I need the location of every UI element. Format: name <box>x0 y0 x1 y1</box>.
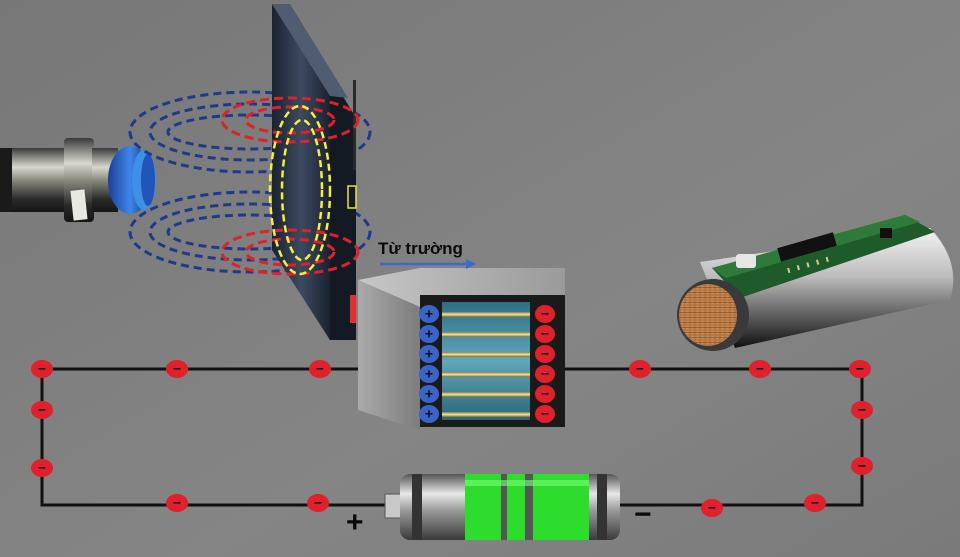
svg-text:−: − <box>541 406 549 422</box>
svg-text:−: − <box>858 458 866 474</box>
electron-charge: − <box>307 494 329 512</box>
field-arrow <box>380 259 476 269</box>
electron-charge: − <box>31 360 53 378</box>
proton-charge: + <box>419 305 439 323</box>
proton-charge: + <box>419 385 439 403</box>
svg-text:+: + <box>425 306 433 322</box>
svg-text:+: + <box>425 346 433 362</box>
electron-charge: − <box>31 401 53 419</box>
svg-text:+: + <box>425 326 433 342</box>
svg-text:+: + <box>425 386 433 402</box>
svg-text:+: + <box>425 366 433 382</box>
electron-charge: − <box>851 401 873 419</box>
svg-text:−: − <box>173 361 181 377</box>
electron-charges-wire: − − − − − − − − − − − − − − <box>31 360 873 517</box>
electron-charge: − <box>166 494 188 512</box>
svg-text:−: − <box>811 495 819 511</box>
svg-text:−: − <box>314 495 322 511</box>
svg-text:−: − <box>856 361 864 377</box>
battery-minus-sign: − <box>634 498 652 531</box>
proton-charge: + <box>419 405 439 423</box>
electron-charge: − <box>535 385 555 403</box>
svg-text:−: − <box>541 326 549 342</box>
electron-charge: − <box>701 499 723 517</box>
electron-charge: − <box>749 360 771 378</box>
svg-text:−: − <box>636 361 644 377</box>
svg-text:−: − <box>38 460 46 476</box>
electron-charge: − <box>166 360 188 378</box>
svg-text:+: + <box>425 406 433 422</box>
svg-text:−: − <box>38 402 46 418</box>
electron-charge: − <box>849 360 871 378</box>
electron-charge: − <box>535 405 555 423</box>
battery-plus-sign: + <box>346 506 364 539</box>
svg-text:−: − <box>756 361 764 377</box>
electron-charge: − <box>309 360 331 378</box>
electron-charge: − <box>851 457 873 475</box>
svg-text:−: − <box>316 361 324 377</box>
electron-charges-plate: − − − − − − <box>535 305 555 423</box>
metal-target-plate <box>272 4 357 340</box>
electron-charge: − <box>804 494 826 512</box>
svg-text:−: − <box>708 500 716 516</box>
electron-charge: − <box>535 325 555 343</box>
svg-text:−: − <box>541 386 549 402</box>
svg-text:−: − <box>541 306 549 322</box>
svg-text:−: − <box>173 495 181 511</box>
induced-field-yellow-loops <box>268 104 332 276</box>
electron-charge: − <box>535 345 555 363</box>
eddy-current-red-loops <box>220 96 360 276</box>
proton-charge: + <box>419 325 439 343</box>
svg-text:−: − <box>541 366 549 382</box>
field-label: Từ trường <box>378 239 463 258</box>
proton-charge: + <box>419 345 439 363</box>
proton-charges: + + + + + + <box>419 305 439 423</box>
electron-charge: − <box>629 360 651 378</box>
battery <box>384 474 620 540</box>
svg-text:−: − <box>858 402 866 418</box>
conductor-rods <box>442 312 530 417</box>
hall-sensor-block: + + + + + + − − − − − − <box>358 268 565 430</box>
electron-charge: − <box>535 305 555 323</box>
electron-charge: − <box>535 365 555 383</box>
svg-text:−: − <box>38 361 46 377</box>
svg-text:−: − <box>541 346 549 362</box>
proton-charge: + <box>419 365 439 383</box>
electron-charge: − <box>31 459 53 477</box>
proximity-sensor <box>0 138 156 222</box>
circuit-wire <box>40 367 864 507</box>
photoresistor-sensor <box>677 215 954 351</box>
